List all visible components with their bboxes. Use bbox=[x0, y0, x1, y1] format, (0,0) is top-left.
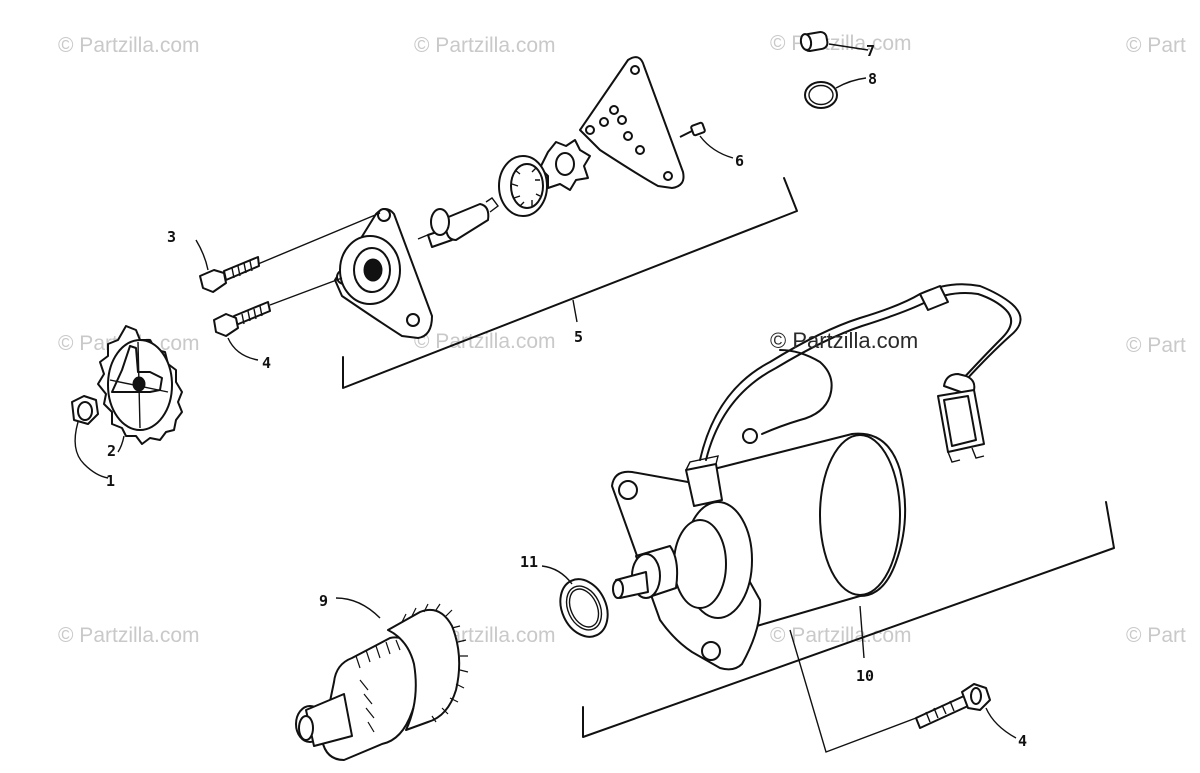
callout-6: 6 bbox=[735, 152, 744, 170]
watermark-text: © Part bbox=[1126, 624, 1186, 647]
watermark-text: © Partzilla.com bbox=[770, 328, 918, 353]
callout-5: 5 bbox=[574, 328, 583, 346]
callout-4-upper: 4 bbox=[262, 354, 271, 372]
bushing-part-7 bbox=[799, 30, 869, 52]
watermark-text: © Partzilla.com bbox=[414, 34, 556, 57]
nut-part-1 bbox=[71, 395, 125, 479]
callout-2: 2 bbox=[107, 442, 116, 460]
o-ring-part-8 bbox=[804, 77, 867, 109]
watermark-text: © Part bbox=[1126, 34, 1186, 57]
bolt-part-3 bbox=[195, 212, 381, 293]
watermark-text: © Partzilla.com bbox=[770, 32, 912, 55]
callout-8: 8 bbox=[868, 70, 877, 88]
watermark-text: © Part bbox=[1126, 334, 1186, 357]
callout-3: 3 bbox=[167, 228, 176, 246]
gasket-part-11 bbox=[541, 565, 609, 638]
callout-7: 7 bbox=[866, 42, 875, 60]
watermark-text: © Partzilla.com bbox=[58, 34, 200, 57]
callout-10: 10 bbox=[856, 667, 874, 685]
callout-1: 1 bbox=[106, 472, 115, 490]
sprocket-part-2 bbox=[97, 325, 183, 445]
screw-part-6 bbox=[679, 121, 734, 159]
bolt-part-4-upper bbox=[213, 277, 343, 361]
callout-11: 11 bbox=[520, 553, 538, 571]
callout-9: 9 bbox=[319, 592, 328, 610]
callout-4-lower: 4 bbox=[1018, 732, 1027, 750]
callout-labels: 1 2 3 4 5 6 7 8 9 10 11 4 bbox=[106, 42, 1027, 750]
starter-drive-part-9 bbox=[295, 597, 469, 761]
reduction-gear-assembly-part-5 bbox=[334, 56, 798, 389]
watermark-text: © Partzilla.com bbox=[58, 624, 200, 647]
starter-motor-part-10 bbox=[582, 283, 1115, 738]
bolt-part-4-lower bbox=[789, 629, 1017, 753]
watermark-text: © Partzilla.com bbox=[770, 624, 912, 647]
